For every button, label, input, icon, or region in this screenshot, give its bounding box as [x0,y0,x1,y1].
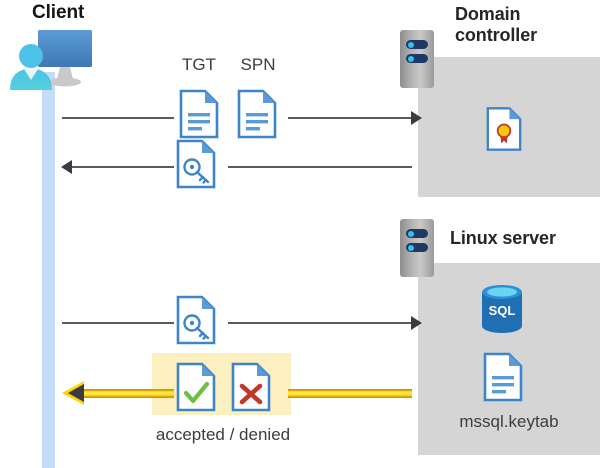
spn-document-icon [237,89,277,139]
linux-server-label: Linux server [450,228,556,248]
domain-controller-server-icon [400,30,434,88]
key-document-icon [176,139,216,189]
message-line-present-left [62,322,174,324]
sql-database-icon: SQL [482,285,522,333]
drive-bay-icon [406,229,428,238]
message-line-request-left [62,117,174,119]
keytab-filename-label: mssql.keytab [459,412,559,431]
arrowhead-to-client-ticket [61,160,72,174]
denied-document-icon [231,362,271,412]
spn-label: SPN [240,55,276,74]
drive-bay-icon [406,243,428,252]
message-line-ticket-left [72,166,174,168]
client-label: Client [32,2,85,23]
yellow-line-right [288,389,412,398]
drive-bay-icon [406,54,428,63]
accepted-document-icon [176,362,216,412]
domain-controller-label: Domain controller [455,4,538,45]
keytab-document-icon [483,352,523,402]
message-line-present-right [228,322,412,324]
yellow-arrowhead-inner [68,384,84,402]
tgt-document-icon [179,89,219,139]
sql-badge-text: SQL [489,303,516,318]
message-line-ticket-right [228,166,412,168]
client-lifeline [42,72,55,468]
tgt-label: TGT [182,55,216,74]
certificate-document-icon [486,107,522,151]
drive-bay-icon [406,40,428,49]
linux-server-icon [400,219,434,277]
key-document-icon [176,295,216,345]
message-line-request-right [288,117,412,119]
yellow-line-left [80,389,174,398]
arrowhead-to-linux-server [411,316,422,330]
arrowhead-to-domain-controller [411,111,422,125]
accepted-denied-label: accepted / denied [155,425,291,444]
user-workstation-icon [10,30,92,90]
